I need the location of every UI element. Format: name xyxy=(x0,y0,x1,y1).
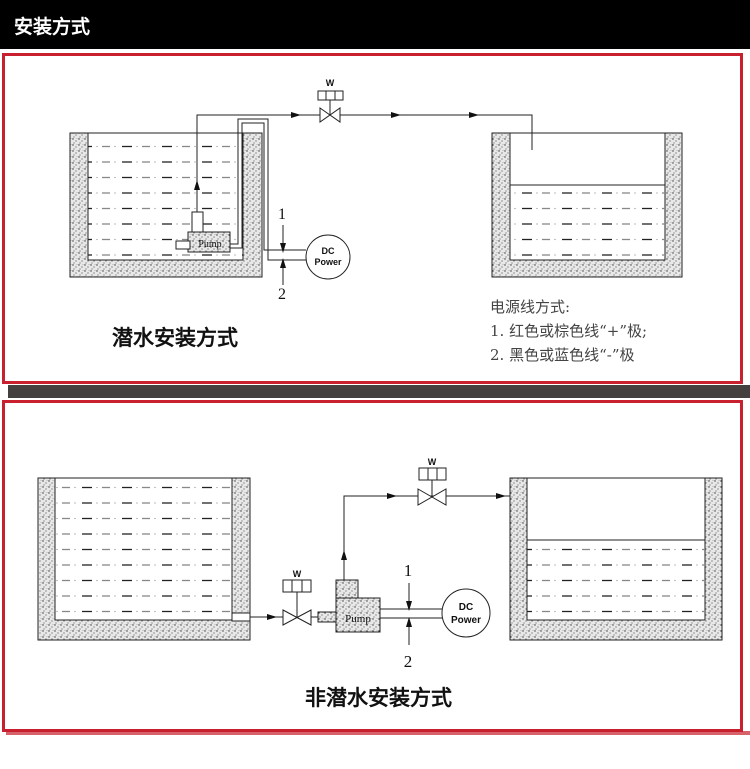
source-tank-top xyxy=(69,132,263,278)
wire-label-1: 1 xyxy=(404,561,413,580)
pump-outlet xyxy=(191,211,204,233)
valve-label: W xyxy=(428,457,437,467)
pump-label: Pump xyxy=(198,239,221,250)
submersible-caption: 潜水安装方式 xyxy=(112,326,238,350)
power-label: Power xyxy=(451,615,481,626)
valve-label: W xyxy=(326,78,335,88)
dc-power-bottom xyxy=(441,588,491,638)
power-label: DC xyxy=(459,602,473,613)
header-bar: 安装方式 xyxy=(0,0,750,49)
wiring-note-title: 电源线方式: xyxy=(490,298,571,316)
pump-outlet-bottom xyxy=(335,579,359,599)
wiring-note-positive: 1. 红色或棕色线“+”极; xyxy=(490,322,648,340)
target-tank-bottom xyxy=(509,477,723,641)
valve-outlet xyxy=(417,467,447,506)
pump-label: Pump xyxy=(345,613,371,625)
power-label: DC xyxy=(322,246,335,256)
valve-top xyxy=(317,90,344,123)
wiring-note-negative: 2. 黑色或蓝色线“-”极 xyxy=(490,346,635,364)
divider-band xyxy=(8,385,750,398)
section-title: 安装方式 xyxy=(14,16,91,38)
non-submersible-caption: 非潜水安装方式 xyxy=(305,686,452,710)
wire-label-2: 2 xyxy=(278,286,286,303)
target-tank-top xyxy=(491,132,683,278)
pump-body-bottom xyxy=(335,597,381,633)
valve-label: W xyxy=(293,569,302,579)
dc-power-top xyxy=(305,234,351,280)
valve-inlet xyxy=(282,579,312,626)
wire-label-2: 2 xyxy=(404,652,413,671)
panel-shadow xyxy=(6,731,750,735)
source-tank-bottom xyxy=(37,477,251,641)
wire-label-1: 1 xyxy=(278,206,286,223)
power-label: Power xyxy=(314,257,342,267)
